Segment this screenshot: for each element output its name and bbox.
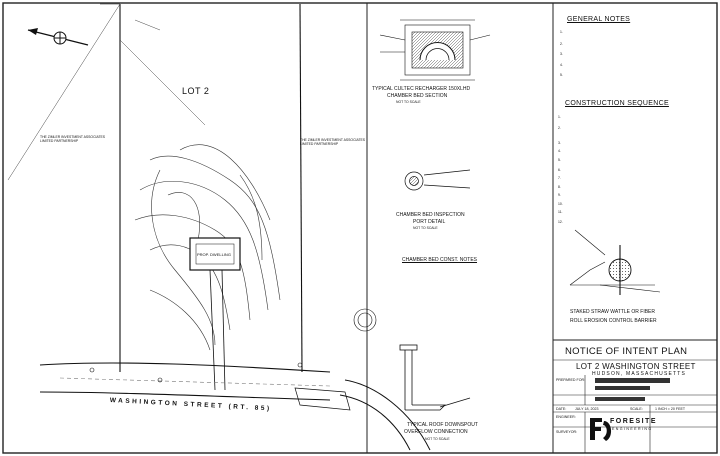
general-note-number: 5. <box>560 73 563 77</box>
sequence-step-number: 11. <box>558 210 563 214</box>
downspout-detail-subtitle: OVERFLOW CONNECTION <box>404 429 468 435</box>
company-subname: ENGINEERING <box>612 427 653 431</box>
inspection-detail-subtitle: PORT DETAIL <box>413 219 446 225</box>
cultec-detail-subtitle: CHAMBER BED SECTION <box>387 93 448 99</box>
scale-note: NOT TO SCALE <box>413 226 438 230</box>
sequence-step-number: 2. <box>558 126 561 130</box>
plan-title: NOTICE OF INTENT PLAN <box>565 346 688 357</box>
general-note-number: 1. <box>560 30 563 34</box>
sequence-step-number: 12. <box>558 220 563 224</box>
construction-sequence-heading: CONSTRUCTION SEQUENCE <box>565 100 669 107</box>
surveyor-label: SURVEYOR: <box>556 430 578 434</box>
chamber-notes-heading: CHAMBER BED CONST. NOTES <box>402 257 478 263</box>
company-name: FORESITE <box>610 418 658 425</box>
scale-label: SCALE: <box>630 407 643 411</box>
project-name: LOT 2 WASHINGTON STREET <box>576 362 696 371</box>
lot-title: LOT 2 <box>182 86 210 96</box>
sequence-step-number: 6. <box>558 168 561 172</box>
scale-note: NOT TO SCALE <box>396 100 421 104</box>
sequence-step-number: 9. <box>558 193 561 197</box>
prepared-for-label: PREPARED FOR: <box>556 378 586 382</box>
general-note-number: 4. <box>560 63 563 67</box>
sequence-step-number: 8. <box>558 185 561 189</box>
date-label: DATE: <box>556 407 567 411</box>
north-arrow-icon <box>27 28 89 46</box>
cultec-detail-title: TYPICAL CULTEC RECHARGER 150XLHD <box>372 86 471 92</box>
engineer-label: ENGINEER: <box>556 415 576 419</box>
cultec-detail <box>379 19 491 81</box>
company-logo-icon <box>590 418 612 441</box>
wattle-detail-title: STAKED STRAW WATTLE OR FIBER <box>570 309 656 315</box>
sequence-step-number: 7. <box>558 176 561 180</box>
sequence-step-number: 10. <box>558 202 563 206</box>
inspection-detail-title: CHAMBER BED INSPECTION <box>396 212 465 218</box>
sequence-step-number: 4. <box>558 149 561 153</box>
sequence-step-number: 1. <box>558 115 561 119</box>
scale-note: NOT TO SCALE <box>425 437 450 441</box>
project-location: HUDSON, MASSACHUSETTS <box>592 371 687 377</box>
dwelling-label: PROP. DWELLING <box>197 252 231 257</box>
wattle-detail-title-2: ROLL EROSION CONTROL BARRIER <box>570 318 657 324</box>
sequence-step-number: 3. <box>558 141 561 145</box>
abutter-owner-right: THE ZIMLER INVESTMENT ASSOCIATES LIMITED… <box>300 138 366 147</box>
general-notes-heading: GENERAL NOTES <box>567 16 631 23</box>
abutter-owner-left: THE ZIMLER INVESTMENT ASSOCIATES LIMITED… <box>40 135 106 144</box>
general-note-number: 3. <box>560 52 563 56</box>
sequence-step-number: 5. <box>558 158 561 162</box>
general-note-number: 2. <box>560 42 563 46</box>
downspout-detail-title: TYPICAL ROOF DOWNSPOUT <box>407 422 478 428</box>
date-value: JULY 18, 2023 <box>575 407 599 411</box>
scale-value: 1 INCH = 20 FEET <box>655 407 686 411</box>
